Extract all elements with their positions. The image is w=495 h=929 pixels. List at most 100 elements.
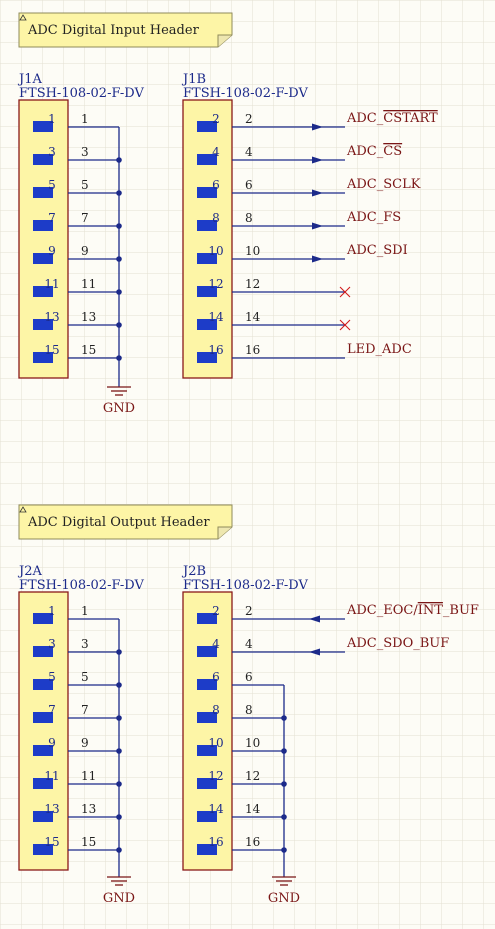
wire-net-label: 5 [81, 670, 89, 684]
pin-pad [33, 811, 53, 822]
part-number-label: FTSH-108-02-F-DV [183, 86, 308, 101]
ground-label: GND [268, 891, 300, 906]
pin-number: 1 [48, 112, 56, 126]
net-port-label: ADC_EOC/INT_BUF [346, 603, 479, 618]
wire-net-label: 2 [245, 112, 253, 126]
port-text-overlined: INT [418, 603, 444, 618]
net-port-label: ADC_SDO_BUF [346, 636, 449, 651]
pin-pad [33, 646, 53, 657]
note-collapse-icon [19, 506, 27, 513]
pin-pad [197, 778, 217, 789]
wire-net-label: 8 [245, 703, 253, 717]
pin-pad [33, 286, 53, 297]
note-fold [217, 34, 232, 47]
wire-net-label: 1 [81, 112, 89, 126]
pin-number: 13 [44, 310, 59, 324]
ground-label: GND [103, 891, 135, 906]
part-number-label: FTSH-108-02-F-DV [19, 578, 144, 593]
wire-net-label: 1 [81, 604, 89, 618]
wire-net-label: 2 [245, 604, 253, 618]
note-box: ADC Digital Input Header [18, 12, 233, 48]
pin-number: 7 [48, 211, 56, 225]
net-port-label: ADC_FS [346, 210, 401, 225]
port-text: ADC_ [346, 144, 384, 159]
section-2: ADC Digital Output HeaderJ2AFTSH-108-02-… [17, 504, 479, 906]
pin-number: 3 [48, 145, 56, 159]
pin-pad [33, 679, 53, 690]
ground-symbol: GND [103, 872, 135, 906]
wire-net-label: 10 [245, 244, 260, 258]
pin-number: 15 [44, 343, 59, 357]
pin-number: 14 [208, 802, 224, 816]
pin-number: 12 [208, 277, 223, 291]
pin-pad [197, 220, 217, 231]
signal-arrow-out [312, 222, 323, 230]
pin-number: 3 [48, 637, 56, 651]
pin-number: 4 [212, 145, 220, 159]
pin-number: 10 [208, 736, 223, 750]
wire-net-label: 7 [81, 211, 89, 225]
no-connect-mark [339, 286, 351, 298]
pin-pad [197, 286, 217, 297]
wire-net-label: 4 [245, 145, 253, 159]
port-text-overlined: CS [383, 144, 402, 159]
pin-pad [33, 121, 53, 132]
wire-net-label: 8 [245, 211, 253, 225]
wire-net-label: 15 [81, 343, 96, 357]
pin-pad [197, 745, 217, 756]
ground-label: GND [103, 401, 135, 416]
wire-net-label: 11 [81, 769, 96, 783]
connector-body [182, 99, 233, 379]
connector-body [18, 99, 69, 379]
wire-net-label: 14 [245, 310, 261, 324]
pin-number: 9 [48, 736, 56, 750]
pin-number: 11 [44, 769, 59, 783]
pin-number: 10 [208, 244, 223, 258]
pin-number: 16 [208, 835, 223, 849]
port-text: ADC_ [346, 111, 384, 126]
pin-pad [33, 154, 53, 165]
pin-pad [197, 154, 217, 165]
part-number-label: FTSH-108-02-F-DV [19, 86, 144, 101]
pin-pad [33, 712, 53, 723]
wire-net-label: 13 [81, 310, 96, 324]
wire-net-label: 5 [81, 178, 89, 192]
pin-number: 5 [48, 178, 56, 192]
pin-pad [197, 679, 217, 690]
pin-number: 1 [48, 604, 56, 618]
wire-net-label: 12 [245, 769, 260, 783]
wire-net-label: 9 [81, 244, 89, 258]
pin-pad [197, 121, 217, 132]
wire-net-label: 6 [245, 670, 253, 684]
connector-body [18, 591, 69, 871]
wire-net-label: 10 [245, 736, 260, 750]
pin-number: 4 [212, 637, 220, 651]
pin-number: 16 [208, 343, 223, 357]
pin-pad [197, 352, 217, 363]
pin-number: 2 [212, 604, 220, 618]
pin-number: 2 [212, 112, 220, 126]
signal-arrow-out [312, 189, 323, 197]
part-number-label: FTSH-108-02-F-DV [183, 578, 308, 593]
pin-pad [33, 613, 53, 624]
net-port-label: ADC_SCLK [346, 177, 421, 192]
pin-number: 7 [48, 703, 56, 717]
wire-net-label: 3 [81, 145, 89, 159]
signal-arrow-in [309, 615, 320, 623]
port-text: ADC_EOC/ [346, 603, 418, 618]
pin-number: 6 [212, 670, 220, 684]
note-box: ADC Digital Output Header [18, 504, 233, 540]
pin-number: 14 [208, 310, 224, 324]
pin-pad [33, 187, 53, 198]
ground-symbol: GND [268, 872, 300, 906]
wire-net-label: 14 [245, 802, 261, 816]
no-connect-mark [339, 319, 351, 331]
net-port-label: LED_ADC [347, 342, 412, 357]
wire-net-label: 12 [245, 277, 260, 291]
pin-number: 6 [212, 178, 220, 192]
